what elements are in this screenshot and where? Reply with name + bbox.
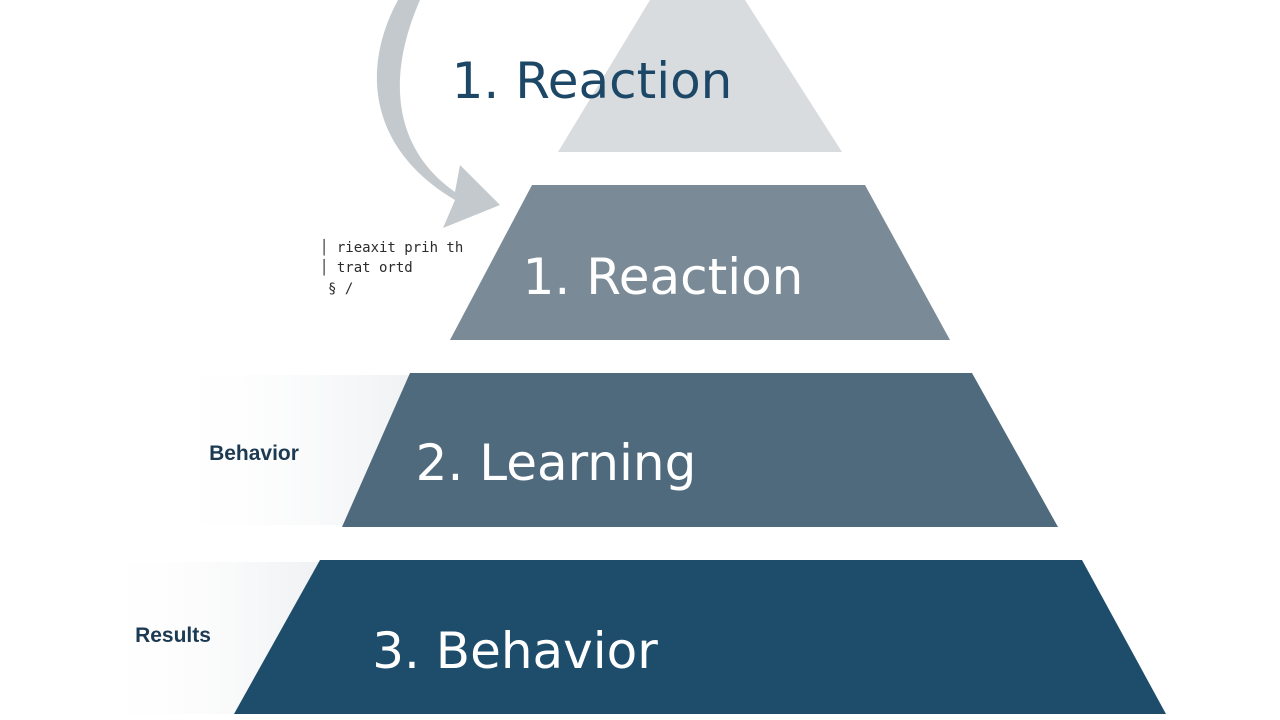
tier-2-learning-label: 2. Learning — [416, 434, 697, 492]
tier-3-behavior-label: 3. Behavior — [372, 622, 658, 680]
annotation-line-3: § / — [328, 281, 353, 297]
tier-1-reaction-top-label: 1. Reaction — [452, 52, 733, 110]
side-label-behavior: Behavior — [209, 442, 299, 465]
tier-1-reaction-top — [558, 0, 842, 152]
annotation-line-1: │ rieaxit prih th — [320, 238, 463, 256]
annotation-line-2: │ trat ortd — [320, 258, 413, 276]
side-label-results: Results — [135, 624, 211, 647]
tier-1-reaction-label: 1. Reaction — [523, 248, 804, 306]
curved-arrow-icon — [376, 0, 500, 228]
tier-3-behavior — [234, 560, 1166, 714]
tier-2-learning — [342, 373, 1058, 527]
tier-1-reaction — [450, 185, 950, 340]
annotation-note: │ rieaxit prih th │ trat ortd § / — [320, 238, 463, 297]
